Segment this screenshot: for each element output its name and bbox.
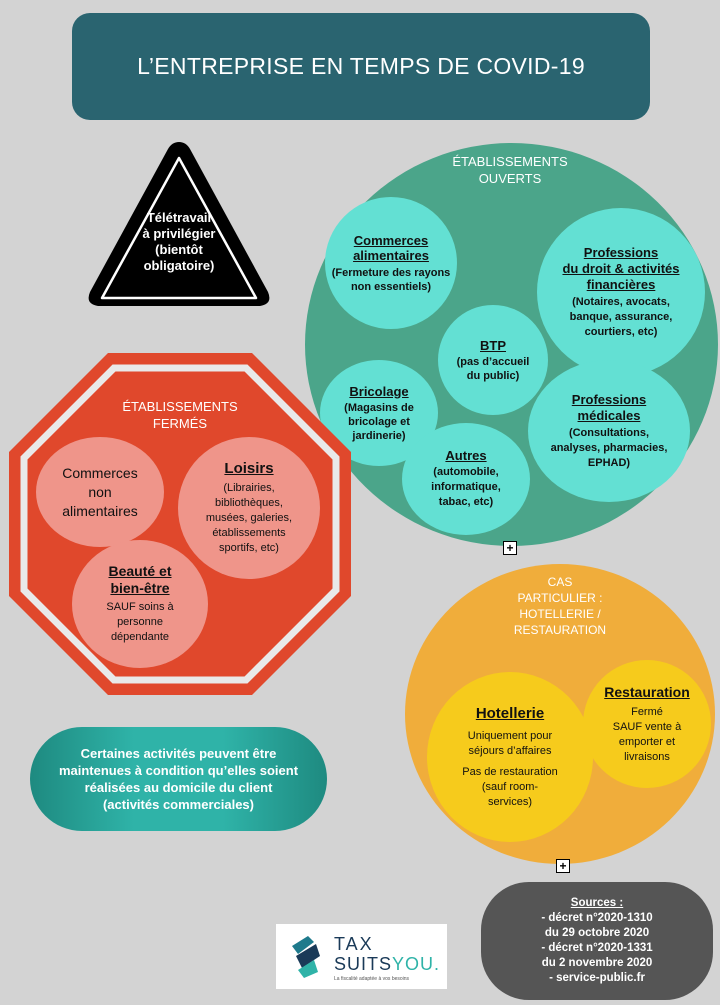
bricolage-circle: Bricolage (Magasins de bricolage et jard… — [320, 360, 438, 466]
btp-title: BTP — [480, 337, 506, 353]
beaute-bien-etre-title: Beauté et bien-être — [108, 563, 172, 596]
beaute-bien-etre-circle: Beauté et bien-être SAUF soins à personn… — [72, 540, 208, 668]
autres-circle: Autres (automobile, informatique, tabac,… — [402, 423, 530, 535]
bricolage-title: Bricolage — [349, 383, 409, 399]
logo-tagline: La fiscalité adaptée à vos besoins — [334, 976, 410, 982]
autres-title: Autres — [445, 448, 487, 463]
logo-mark-icon — [292, 936, 320, 978]
commerces-alimentaires-title: Commerces alimentaires — [353, 232, 429, 263]
special-case-heading: CAS PARTICULIER : HOTELLERIE / RESTAURAT… — [513, 575, 607, 637]
hotellerie-detail-restauration: Pas de restauration (sauf room- services… — [462, 765, 558, 808]
logo-text-tax: TAX — [334, 934, 374, 954]
sources-line: - décret n°2020-1331 — [541, 942, 653, 954]
hotellerie-title: Hotellerie — [475, 704, 545, 722]
restauration-circle: Restauration Fermé SAUF vente à emporter… — [583, 660, 711, 788]
sources-line: du 2 novembre 2020 — [541, 957, 653, 969]
sources-line: - service-public.fr — [549, 972, 645, 984]
beaute-bien-etre-detail: SAUF soins à personne dépendante — [106, 601, 174, 643]
loisirs-detail: (Librairies, bibliothèques, musées, gale… — [205, 482, 293, 554]
tax-suits-you-logo: TAX SUITSYOU. La fiscalité adaptée à vos… — [276, 924, 447, 989]
bricolage-detail: (Magasins de bricolage et jardinerie) — [344, 401, 414, 442]
expand-plus-icon[interactable]: + — [503, 541, 517, 555]
hotellerie-detail-affaires: Uniquement pour séjours d’affaires — [467, 729, 553, 757]
commerces-alimentaires-circle: Commerces alimentaires (Fermeture des ra… — [325, 197, 457, 329]
hotellerie-circle: Hotellerie Uniquement pour séjours d’aff… — [427, 672, 593, 842]
professions-medicales-detail: (Consultations, analyses, pharmacies, EP… — [550, 426, 668, 469]
logo-text-you: YOU. — [392, 954, 441, 974]
sources-line: du 29 octobre 2020 — [544, 927, 650, 939]
professions-droit-circle: Professions du droit & activités financi… — [537, 208, 705, 376]
loisirs-circle: Loisirs (Librairies, bibliothèques, musé… — [178, 437, 320, 579]
sources-box: Sources : - décret n°2020-1310 du 29 oct… — [481, 882, 713, 1000]
logo-text-suits: SUITS — [334, 954, 393, 974]
expand-plus-icon[interactable]: + — [556, 859, 570, 873]
closed-establishments-heading: ÉTABLISSEMENTS FERMÉS — [122, 399, 238, 431]
sources-line: - décret n°2020-1310 — [541, 912, 653, 924]
commerces-non-alimentaires-title: Commerces non alimentaires — [62, 464, 138, 519]
restauration-title: Restauration — [604, 684, 690, 700]
teletravail-text: Télétravail à privilégier (bientôt oblig… — [142, 210, 216, 273]
restauration-detail: Fermé SAUF vente à emporter et livraison… — [612, 706, 682, 763]
domicile-activities-note: Certaines activités peuvent être mainten… — [30, 727, 327, 831]
professions-medicales-circle: Professions médicales (Consultations, an… — [528, 360, 690, 502]
professions-droit-detail: (Notaires, avocats, banque, assurance, c… — [569, 295, 673, 338]
page-title: L’ENTREPRISE EN TEMPS DE COVID-19 — [72, 13, 650, 120]
loisirs-title: Loisirs — [224, 460, 274, 477]
commerces-alimentaires-detail: (Fermeture des rayons non essentiels) — [331, 266, 451, 293]
logo-text-suitsyou: SUITSYOU. — [334, 954, 440, 975]
commerces-non-alimentaires-circle: Commerces non alimentaires — [36, 437, 164, 547]
btp-detail: (pas d’accueil du public) — [456, 355, 530, 382]
professions-droit-title: Professions du droit & activités financi… — [562, 244, 680, 292]
warning-triangle-icon — [88, 142, 270, 306]
sources-title: Sources : — [570, 897, 624, 909]
professions-medicales-title: Professions médicales — [571, 391, 647, 423]
btp-circle: BTP (pas d’accueil du public) — [438, 305, 548, 415]
autres-detail: (automobile, informatique, tabac, etc) — [431, 466, 501, 508]
open-establishments-heading: ÉTABLISSEMENTS OUVERTS — [452, 154, 568, 186]
